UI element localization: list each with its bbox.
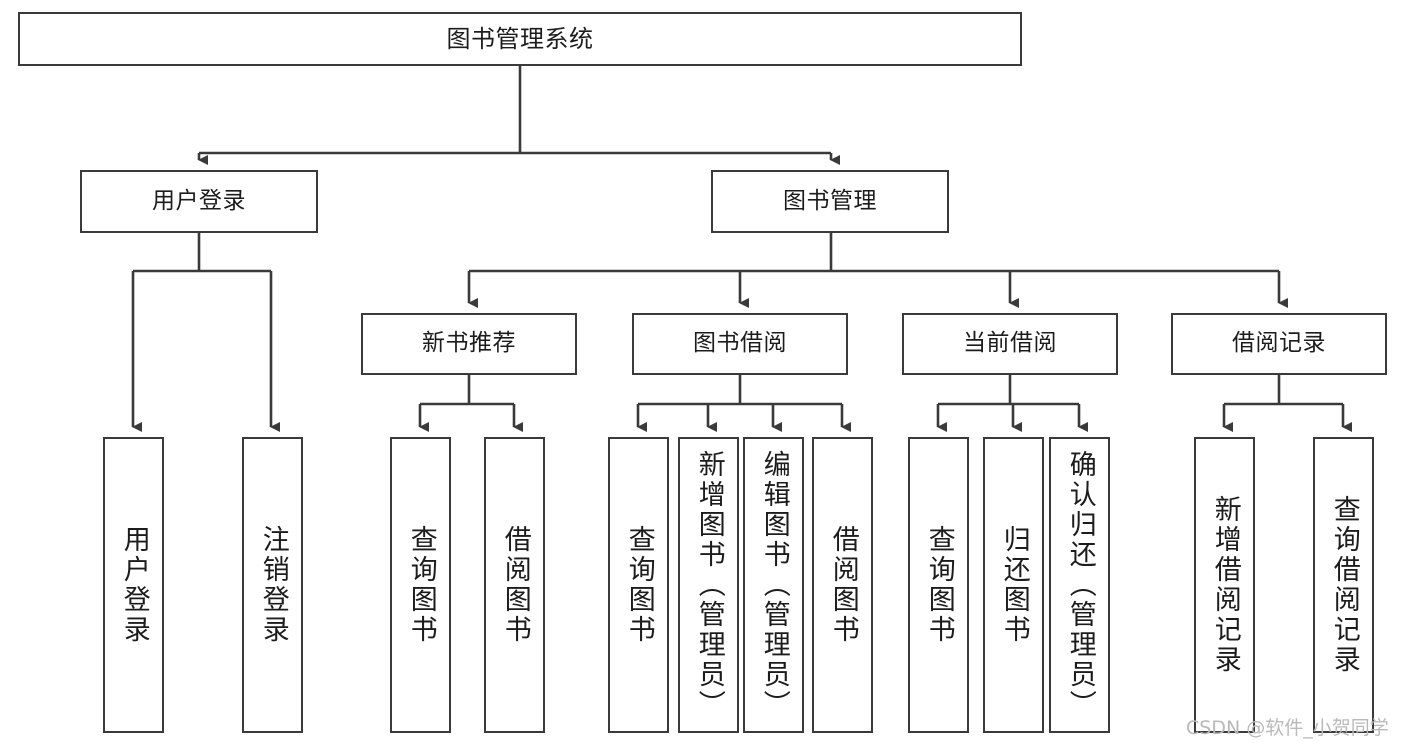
watermark: CSDN @软件_小贺同学 <box>1186 717 1389 739</box>
node-book-manage[interactable]: 图书管理 <box>711 170 949 233</box>
node-root-label: 图书管理系统 <box>446 24 594 53</box>
node-book-manage-label: 图书管理 <box>783 187 877 214</box>
leaf-borrow-book-2[interactable]: 借阅图书 <box>812 437 873 733</box>
leaf-query-book-3[interactable]: 查询图书 <box>908 437 969 733</box>
leaf-borrow-book-1[interactable]: 借阅图书 <box>484 437 545 733</box>
leaf-query-record[interactable]: 查询借阅记录 <box>1313 437 1374 733</box>
node-current-borrow[interactable]: 当前借阅 <box>902 313 1118 375</box>
leaf-return-book[interactable]: 归还图书 <box>983 437 1044 733</box>
node-new-book-recommend[interactable]: 新书推荐 <box>361 313 577 375</box>
leaf-edit-book[interactable]: 编辑图书（管理员） <box>743 437 804 733</box>
leaf-confirm-return-label: 确认归还（管理员） <box>1064 450 1096 720</box>
leaf-query-book-1[interactable]: 查询图书 <box>390 437 451 733</box>
leaf-logout-login[interactable]: 注销登录 <box>242 437 303 733</box>
leaf-borrow-book-2-label: 借阅图书 <box>827 525 859 645</box>
node-borrow-record[interactable]: 借阅记录 <box>1171 313 1387 375</box>
leaf-add-book[interactable]: 新增图书（管理员） <box>678 437 739 733</box>
leaf-borrow-book-1-label: 借阅图书 <box>499 525 531 645</box>
leaf-query-book-2-label: 查询图书 <box>623 525 655 645</box>
leaf-add-record[interactable]: 新增借阅记录 <box>1194 437 1255 733</box>
leaf-query-record-label: 查询借阅记录 <box>1328 495 1360 675</box>
leaf-add-book-label: 新增图书（管理员） <box>693 450 725 720</box>
leaf-logout-login-label: 注销登录 <box>257 525 289 645</box>
node-book-borrow[interactable]: 图书借阅 <box>632 313 848 375</box>
node-borrow-record-label: 借阅记录 <box>1232 330 1326 357</box>
node-book-borrow-label: 图书借阅 <box>693 330 787 357</box>
node-user-login[interactable]: 用户登录 <box>80 170 318 233</box>
leaf-user-login[interactable]: 用户登录 <box>103 437 164 733</box>
leaf-edit-book-label: 编辑图书（管理员） <box>758 450 790 720</box>
leaf-add-record-label: 新增借阅记录 <box>1209 495 1241 675</box>
node-new-book-recommend-label: 新书推荐 <box>422 330 516 357</box>
leaf-query-book-1-label: 查询图书 <box>405 525 437 645</box>
node-current-borrow-label: 当前借阅 <box>963 330 1057 357</box>
leaf-query-book-2[interactable]: 查询图书 <box>608 437 669 733</box>
leaf-return-book-label: 归还图书 <box>998 525 1030 645</box>
node-user-login-label: 用户登录 <box>152 187 246 214</box>
leaf-user-login-label: 用户登录 <box>118 525 150 645</box>
leaf-query-book-3-label: 查询图书 <box>923 525 955 645</box>
leaf-confirm-return[interactable]: 确认归还（管理员） <box>1049 437 1110 733</box>
node-root[interactable]: 图书管理系统 <box>18 12 1022 66</box>
